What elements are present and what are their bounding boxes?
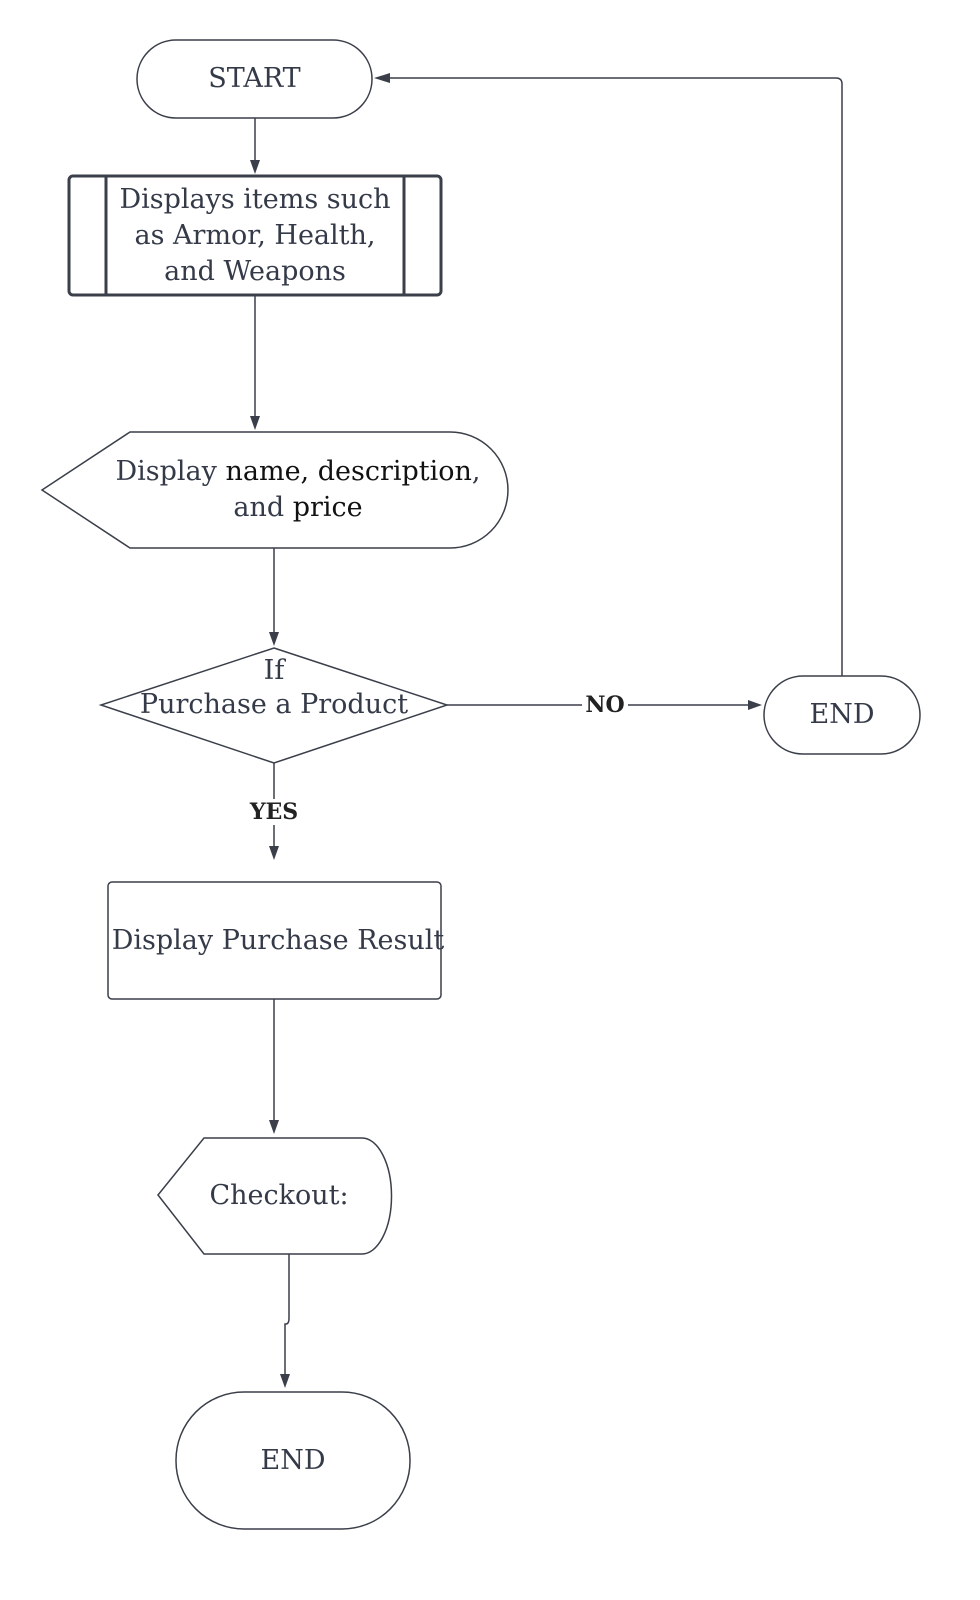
edge-checkout-to-end bbox=[280, 1254, 290, 1388]
edge-label-yes: YES bbox=[246, 799, 302, 825]
edge-label-no: NO bbox=[582, 692, 628, 718]
edge-result-to-checkout bbox=[269, 999, 279, 1134]
start-label: START bbox=[208, 63, 301, 94]
display-info-text: Display name, description, and price bbox=[115, 456, 481, 523]
decision-label: If Purchase a Product bbox=[120, 648, 428, 728]
display-info-shape bbox=[40, 431, 509, 549]
decision-line-1: If bbox=[263, 655, 285, 686]
edge-items-to-display-info bbox=[250, 295, 260, 430]
edge-end-loop-to-start bbox=[374, 73, 843, 676]
edge-display-info-to-decision bbox=[269, 548, 279, 646]
display-info-label: Display name, description, and price bbox=[92, 432, 504, 548]
purchase-result-label: Display Purchase Result bbox=[111, 924, 445, 956]
end-bottom-label: END bbox=[260, 1444, 326, 1476]
checkout-label: Checkout: bbox=[209, 1180, 349, 1211]
display-items-label: Displays items such as Armor, Health, an… bbox=[119, 183, 391, 287]
decision-line-2: Purchase a Product bbox=[139, 689, 409, 720]
edge-start-to-items bbox=[250, 118, 260, 174]
checkout-display-shape bbox=[157, 1137, 393, 1255]
end-right-label: END bbox=[809, 699, 875, 730]
end-bottom-terminator-shape bbox=[175, 1391, 411, 1530]
